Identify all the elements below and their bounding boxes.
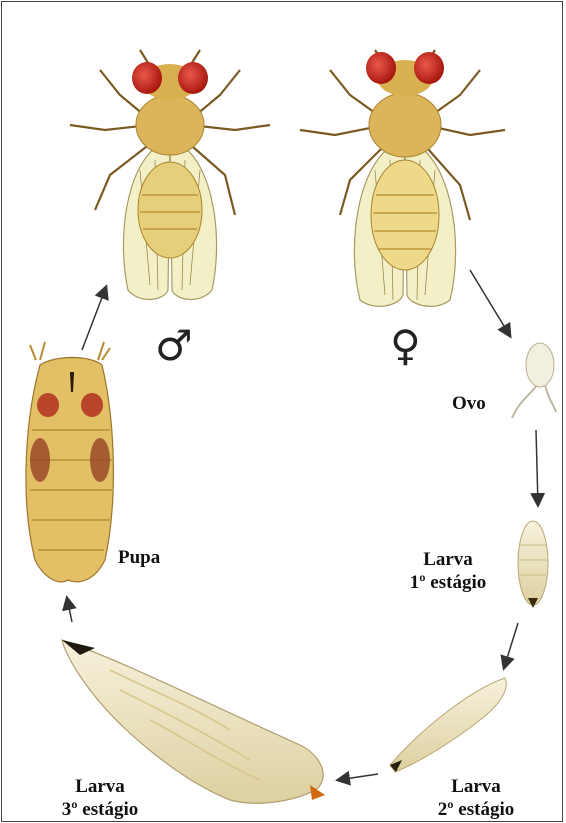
larva1-label-line1: Larva	[392, 548, 504, 571]
larva2-label-line1: Larva	[416, 775, 536, 798]
arrow-pupa-to-male	[82, 287, 106, 350]
female-fly	[300, 50, 505, 306]
male-symbol: ♂	[155, 325, 193, 367]
larva3-label: Larva 3º estágio	[40, 775, 160, 821]
female-symbol: ♀	[390, 325, 421, 367]
larva3-label-line2: 3º estágio	[40, 798, 160, 821]
arrow-egg-to-larva1	[536, 430, 538, 505]
larva3-label-line1: Larva	[40, 775, 160, 798]
larva-first-instar	[518, 521, 548, 608]
arrow-female-to-egg	[470, 270, 510, 336]
larva2-label: Larva 2º estágio	[416, 775, 536, 821]
arrow-larva2-to-larva3	[338, 774, 378, 780]
pupa	[26, 342, 113, 582]
egg-label: Ovo	[452, 392, 486, 415]
arrow-larva1-to-larva2	[504, 623, 518, 668]
egg	[512, 343, 556, 418]
pupa-label: Pupa	[118, 546, 160, 569]
larva1-label-line2: 1º estágio	[392, 571, 504, 594]
larva-second-instar	[390, 678, 506, 772]
male-fly	[70, 50, 270, 299]
larva2-label-line2: 2º estágio	[416, 798, 536, 821]
arrow-larva3-to-pupa	[67, 598, 72, 622]
larva1-label: Larva 1º estágio	[392, 548, 504, 594]
